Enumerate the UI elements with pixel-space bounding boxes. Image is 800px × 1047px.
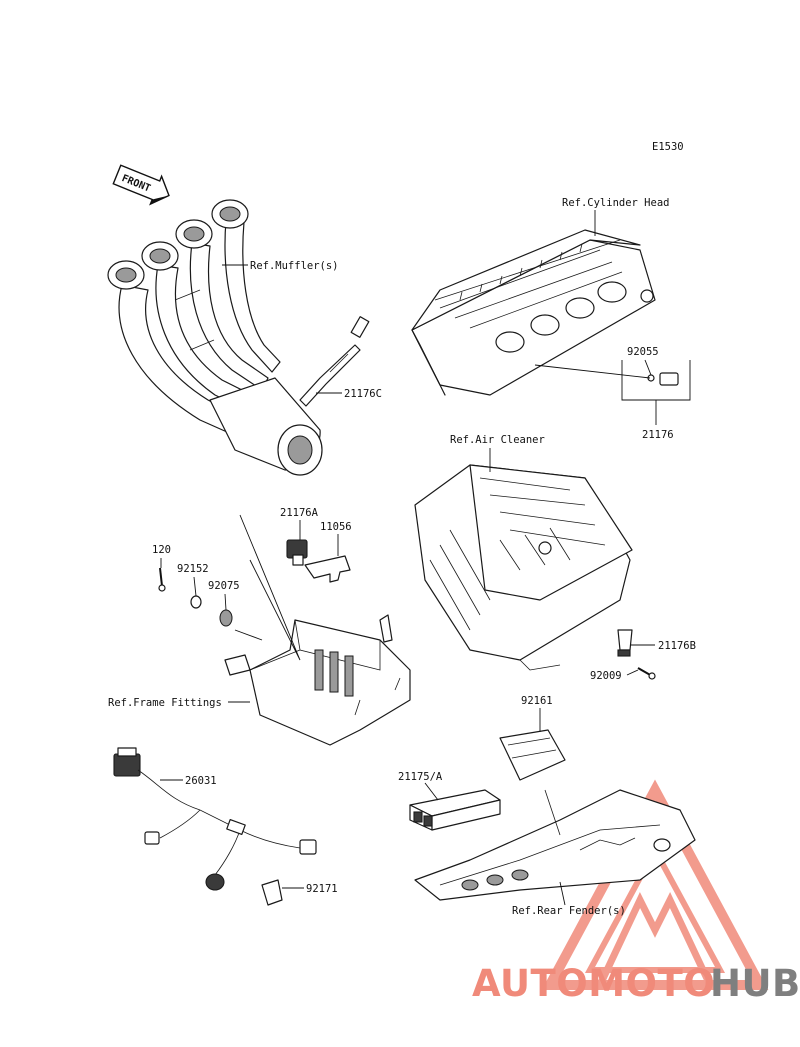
front-arrow-icon: FRONT	[112, 164, 170, 206]
air-cleaner-assembly	[414, 464, 656, 680]
ecu-bracket-92161	[499, 729, 566, 781]
part-92171[interactable]: 92171	[306, 883, 338, 895]
label-ref-cylinder-head: Ref.Cylinder Head	[562, 197, 669, 209]
part-21176[interactable]: 21176	[642, 429, 674, 441]
label-ref-mufflers: Ref.Muffler(s)	[250, 260, 339, 272]
label-ref-frame-fittings: Ref.Frame Fittings	[108, 697, 222, 709]
bracket-11056	[304, 555, 351, 583]
watermark-text-primary: AUTOMOTO	[472, 962, 715, 1005]
pressure-sensor-21176a	[286, 539, 308, 566]
o2-sensor-21176c	[299, 316, 370, 407]
watermark-text-secondary: HUB	[710, 962, 800, 1005]
exhaust-header-assembly	[107, 199, 370, 476]
part-21175a[interactable]: 21175/A	[398, 771, 443, 783]
part-92055[interactable]: 92055	[627, 346, 659, 358]
part-92161[interactable]: 92161	[521, 695, 553, 707]
wire-harness-26031	[113, 747, 317, 891]
part-11056[interactable]: 11056	[320, 521, 352, 533]
label-ref-rear-fender: Ref.Rear Fender(s)	[512, 905, 626, 917]
flange-3	[175, 219, 213, 249]
part-120[interactable]: 120	[152, 544, 171, 556]
air-sensor-21176b	[617, 629, 633, 657]
ecu-21175a	[409, 789, 501, 831]
damper-92075	[219, 609, 233, 627]
label-ref-air-cleaner: Ref.Air Cleaner	[450, 434, 545, 446]
rear-fender-assembly	[414, 789, 696, 901]
watermark-wordmark: AUTOMOTO HUB	[472, 962, 800, 1005]
part-92075[interactable]: 92075	[208, 580, 240, 592]
screw-92009	[637, 667, 656, 680]
cylinder-head-assembly	[411, 229, 679, 396]
part-26031[interactable]: 26031	[185, 775, 217, 787]
watermark-triangle-logo	[541, 779, 769, 990]
part-21176b[interactable]: 21176B	[658, 640, 696, 652]
flange-4	[211, 199, 249, 229]
part-21176c[interactable]: 21176C	[344, 388, 382, 400]
part-92009[interactable]: 92009	[590, 670, 622, 682]
diagram-code: E1530	[652, 141, 684, 153]
collar-92152	[190, 595, 202, 609]
frame-fitting-bracket	[224, 614, 411, 746]
temp-sensor-21176	[647, 372, 679, 386]
flange-2	[141, 241, 179, 271]
part-21176a[interactable]: 21176A	[280, 507, 319, 519]
flange-1	[107, 260, 145, 290]
clamp-92171	[261, 879, 283, 906]
part-92152[interactable]: 92152	[177, 563, 209, 575]
bolt-120	[158, 567, 166, 592]
head-camshaft-ridges	[459, 243, 583, 301]
